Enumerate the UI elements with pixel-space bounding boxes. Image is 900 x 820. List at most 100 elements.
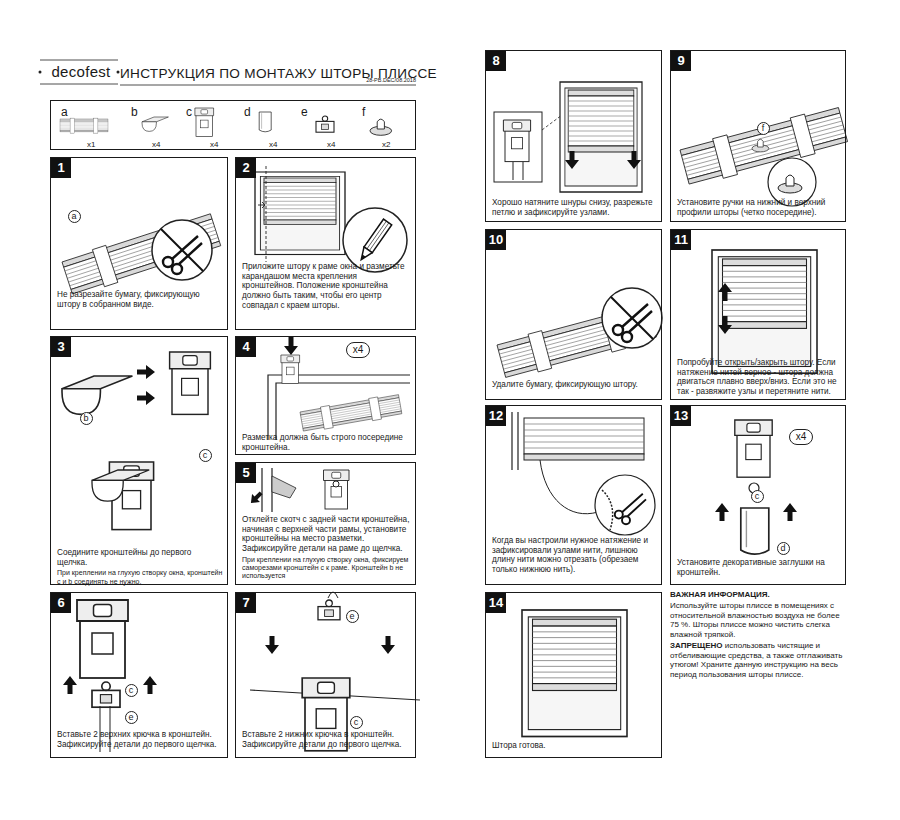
step-8-art	[560, 82, 642, 192]
step-note: При креплении на глухую створку окна, кр…	[57, 569, 223, 585]
part-letter: e	[301, 106, 308, 119]
part-quantity: x2	[382, 140, 390, 149]
step-4-art	[284, 337, 298, 355]
part-letter: f	[362, 106, 365, 119]
step-panel: 9Установите ручки на нижний и верхний пр…	[670, 50, 846, 222]
step-number: 8	[486, 51, 506, 71]
step-1-art	[152, 220, 212, 280]
logo-frame	[39, 71, 42, 74]
step-12-art	[524, 454, 644, 460]
callout-letter: e	[346, 610, 359, 623]
parts-box: ax1bx4cx4dx4ex4fx2	[50, 100, 416, 150]
step-4-art	[268, 375, 410, 440]
step-6-art	[63, 676, 77, 694]
parts-row-art	[60, 118, 108, 133]
step-8-art	[494, 112, 542, 182]
step-panel: 14Штора готова.	[485, 592, 662, 758]
step-6-art	[63, 600, 157, 752]
step-caption: Установите ручки на нижний и верхний про…	[677, 198, 841, 217]
step-2-art	[258, 202, 265, 208]
step-note: При креплении на глухую створку окна, фи…	[242, 556, 411, 581]
callout-letter: d	[777, 542, 790, 555]
step-12-art	[512, 412, 655, 535]
step-panel: 10Удалите бумагу, фиксирующую штору.	[485, 229, 662, 400]
step-14-art	[522, 610, 627, 737]
step-11-art	[718, 316, 732, 334]
step-3-art	[62, 352, 210, 530]
step-caption: Приложите штору к раме окна и разметьте …	[242, 262, 411, 310]
step-10-art	[602, 288, 662, 348]
step-panel: 8Хорошо натяните шнуры снизу, разрежьте …	[485, 50, 662, 222]
callout-letter: e	[125, 711, 138, 724]
step-number: 1	[51, 158, 71, 178]
callout-letter: b	[80, 412, 93, 425]
step-caption: Когда вы настроили нужное натяжение и за…	[492, 536, 657, 575]
step-7-art	[265, 636, 279, 654]
step-8-art	[513, 162, 523, 180]
info-heading: ВАЖНАЯ ИНФОРМАЦИЯ.	[670, 590, 850, 600]
step-1-art	[61, 212, 221, 297]
step-number: 3	[51, 337, 71, 357]
info-text: Используйте шторы плиссе в помещениях с …	[670, 601, 850, 639]
step-number: 7	[236, 593, 256, 613]
step-6-art	[92, 682, 120, 707]
step-6-art	[143, 676, 157, 694]
step-5-art	[272, 476, 296, 498]
step-number: 4	[236, 337, 256, 357]
step-number: 12	[486, 406, 506, 426]
step-2-art	[266, 166, 267, 262]
part-letter: b	[131, 106, 138, 119]
step-caption: Вставьте 2 верхних крючка в кронштейн. З…	[57, 730, 223, 749]
step-number: 2	[236, 158, 256, 178]
step-6-art	[77, 600, 128, 678]
step-panel: 12Когда вы настроили нужное натяжение и …	[485, 405, 662, 585]
step-7-art	[318, 600, 340, 620]
parts-row-art	[142, 117, 168, 131]
step-5-art	[247, 468, 349, 512]
step-12-art	[602, 490, 613, 530]
logo-frame	[120, 85, 416, 86]
step-number: 10	[486, 230, 506, 250]
part-quantity: x4	[269, 140, 277, 149]
callout-letter: x4	[346, 342, 370, 358]
step-caption: Соедините кронштейны до первого щелчка.	[57, 548, 223, 567]
step-13-art	[741, 508, 769, 554]
parts-row-art	[316, 116, 334, 132]
step-12-art	[512, 412, 518, 470]
parts-row-art	[370, 119, 392, 135]
part-quantity: x1	[87, 140, 95, 149]
logo-frame	[117, 71, 120, 74]
parts-row-art	[60, 108, 392, 137]
step-1-art	[61, 212, 221, 297]
callout-letter: a	[68, 210, 81, 223]
step-caption: Штора готова.	[492, 741, 657, 751]
step-caption: Установите декоративные заглушки на крон…	[677, 558, 841, 577]
callout-letter: f	[757, 122, 770, 135]
step-panel: 1Не разрезайте бумагу, фиксирующую штору…	[50, 157, 228, 330]
step-7-art	[250, 592, 420, 751]
step-caption: Удалите бумагу, фиксирующую штору.	[492, 380, 657, 390]
step-caption: Попробуйте открыть/закрыть штору. Если н…	[677, 358, 841, 397]
step-3-art	[137, 365, 155, 379]
callout-letter: c	[125, 684, 138, 697]
step-caption: Хорошо натяните шнуры снизу, разрежьте п…	[492, 198, 657, 217]
step-panel: 11Попробуйте открыть/закрыть штору. Если…	[670, 229, 846, 400]
step-5-art	[324, 470, 350, 509]
step-5-art	[262, 468, 272, 512]
step-8-art	[494, 82, 642, 192]
step-5-art	[333, 481, 339, 487]
step-number: 14	[486, 593, 506, 613]
step-12-art	[524, 424, 644, 448]
step-3-art	[62, 376, 132, 414]
parts-row-art	[259, 112, 271, 132]
step-9-art	[778, 175, 802, 193]
step-11-art	[712, 250, 817, 373]
step-8-art	[627, 151, 641, 169]
step-panel: 6Вставьте 2 верхних крючка в кронштейн. …	[50, 592, 228, 758]
callout-letter: c	[199, 449, 212, 462]
step-7-art	[381, 636, 395, 654]
part-quantity: x4	[327, 140, 335, 149]
step-panel: 5Отклейте скотч с задней части кронштейн…	[235, 462, 416, 585]
step-3-art	[170, 352, 211, 414]
